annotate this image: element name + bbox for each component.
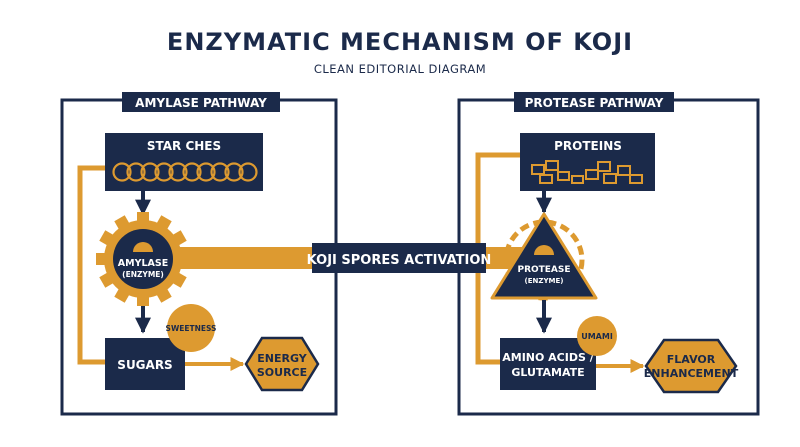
energy-source-label-2: SOURCE	[257, 366, 307, 379]
flavor-enhancement-label-2: ENHANCEMENT	[644, 367, 739, 380]
starches-label: STAR CHES	[147, 139, 221, 153]
starches-box	[105, 133, 263, 191]
amylase-gear-icon	[96, 212, 190, 306]
sweetness-tag	[167, 304, 215, 352]
sugars-label: SUGARS	[117, 358, 172, 372]
flavor-enhancement-hexagon	[644, 338, 738, 394]
amino-acids-box	[500, 338, 596, 390]
protease-enzyme-sublabel: (ENZYME)	[525, 277, 564, 285]
starch-rings-icon	[112, 162, 258, 182]
diagram-title: ENZYMATIC MECHANISM OF KOJI	[166, 28, 634, 56]
amylase-enzyme-sublabel: (ENZYME)	[122, 270, 164, 279]
amylase-enzyme-label: AMYLASE	[118, 258, 168, 269]
energy-source-hexagon	[244, 336, 320, 392]
activation-label-box	[312, 243, 486, 273]
energy-source-label: ENERGY	[257, 352, 307, 365]
protease-triangle-icon	[490, 212, 598, 301]
sweetness-label: SWEETNESS	[166, 324, 217, 333]
umami-label: UMAMI	[581, 332, 613, 341]
amylase-panel-header	[122, 92, 280, 112]
sugars-box	[105, 338, 185, 390]
umami-tag	[577, 316, 617, 356]
proteins-box	[520, 133, 655, 191]
amino-acids-label: AMINO ACIDS /	[502, 351, 595, 364]
amino-acids-label-2: GLUTAMATE	[511, 366, 584, 379]
proteins-label: PROTEINS	[554, 139, 622, 153]
protease-panel-header	[514, 92, 674, 112]
diagram-subtitle: CLEAN EDITORIAL DIAGRAM	[313, 62, 487, 76]
flavor-enhancement-label: FLAVOR	[667, 353, 716, 366]
protein-blocks-icon	[531, 160, 643, 184]
protease-enzyme-label: PROTEASE	[517, 265, 570, 275]
activation-label: KOJI SPORES ACTIVATION	[307, 253, 492, 268]
amylase-panel-label: AMYLASE PATHWAY	[135, 96, 267, 110]
protease-panel-label: PROTEASE PATHWAY	[525, 96, 664, 110]
